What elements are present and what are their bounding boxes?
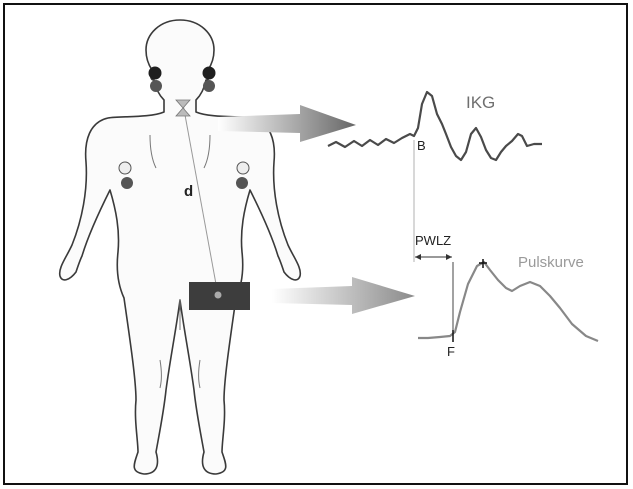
body-figure [60, 20, 301, 474]
electrode-side-right-lower [236, 177, 248, 189]
ikg-curve [328, 92, 542, 160]
b-point-label: B [417, 138, 426, 153]
arrow-to-pulse [272, 277, 415, 314]
f-point-label: F [447, 344, 455, 359]
pwlz-label: PWLZ [415, 233, 451, 248]
distance-label: d [184, 183, 193, 200]
pwlz-arrowhead-right [446, 254, 452, 260]
electrode-side-left-upper [119, 162, 131, 174]
electrode-neck-left-upper [149, 67, 162, 80]
body-outline [60, 20, 301, 474]
pulse-curve-label: Pulskurve [518, 254, 584, 271]
ikg-label: IKG [466, 93, 495, 113]
electrode-side-right-upper [237, 162, 249, 174]
pwlz-arrowhead-left [415, 254, 421, 260]
electrode-side-left-lower [121, 177, 133, 189]
cuff-sensor-point [215, 292, 222, 299]
pulse-curve [418, 262, 598, 341]
electrode-neck-left-lower [150, 80, 162, 92]
electrode-neck-right-upper [203, 67, 216, 80]
electrode-neck-right-lower [203, 80, 215, 92]
